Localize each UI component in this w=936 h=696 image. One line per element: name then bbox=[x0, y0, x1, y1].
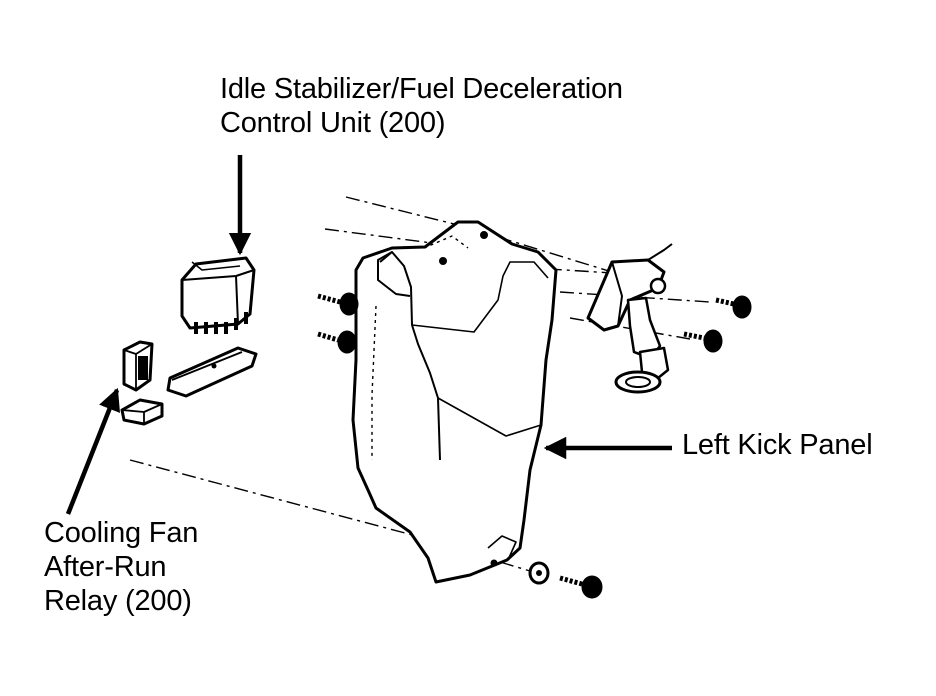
leader-arrows bbox=[65, 155, 672, 515]
screw-lower-right bbox=[683, 329, 723, 353]
kick-panel-label-line-1: Left Kick Panel bbox=[682, 429, 873, 461]
screw-upper-right bbox=[715, 295, 752, 319]
relay-socket bbox=[120, 398, 164, 426]
panel-screws bbox=[317, 292, 752, 599]
control-unit-label-line-1: Idle Stabilizer/Fuel Deceleration bbox=[220, 73, 623, 105]
control-unit-label-line-2: Control Unit (200) bbox=[220, 107, 446, 139]
relay-label-line-2: After-Run bbox=[44, 551, 167, 583]
fan-relay bbox=[122, 340, 154, 392]
left-kick-panel bbox=[351, 220, 558, 584]
relay-label-line-1: Cooling Fan bbox=[44, 517, 199, 549]
washer bbox=[528, 561, 550, 585]
mounting-bracket bbox=[166, 346, 258, 398]
control-unit-label: Idle Stabilizer/Fuel Deceleration Contro… bbox=[220, 72, 623, 140]
relay-label: Cooling Fan After-Run Relay (200) bbox=[44, 516, 198, 618]
screw-upper-left bbox=[317, 292, 359, 316]
relay-label-line-3: Relay (200) bbox=[44, 585, 192, 617]
pedal-switch-assembly bbox=[586, 243, 673, 394]
screw-bottom bbox=[559, 575, 603, 599]
screw-lower-left bbox=[317, 330, 357, 354]
control-unit-pins bbox=[194, 312, 248, 334]
arrow-relay bbox=[65, 387, 121, 515]
control-unit-module bbox=[180, 256, 256, 334]
kick-panel-label: Left Kick Panel bbox=[682, 428, 873, 462]
